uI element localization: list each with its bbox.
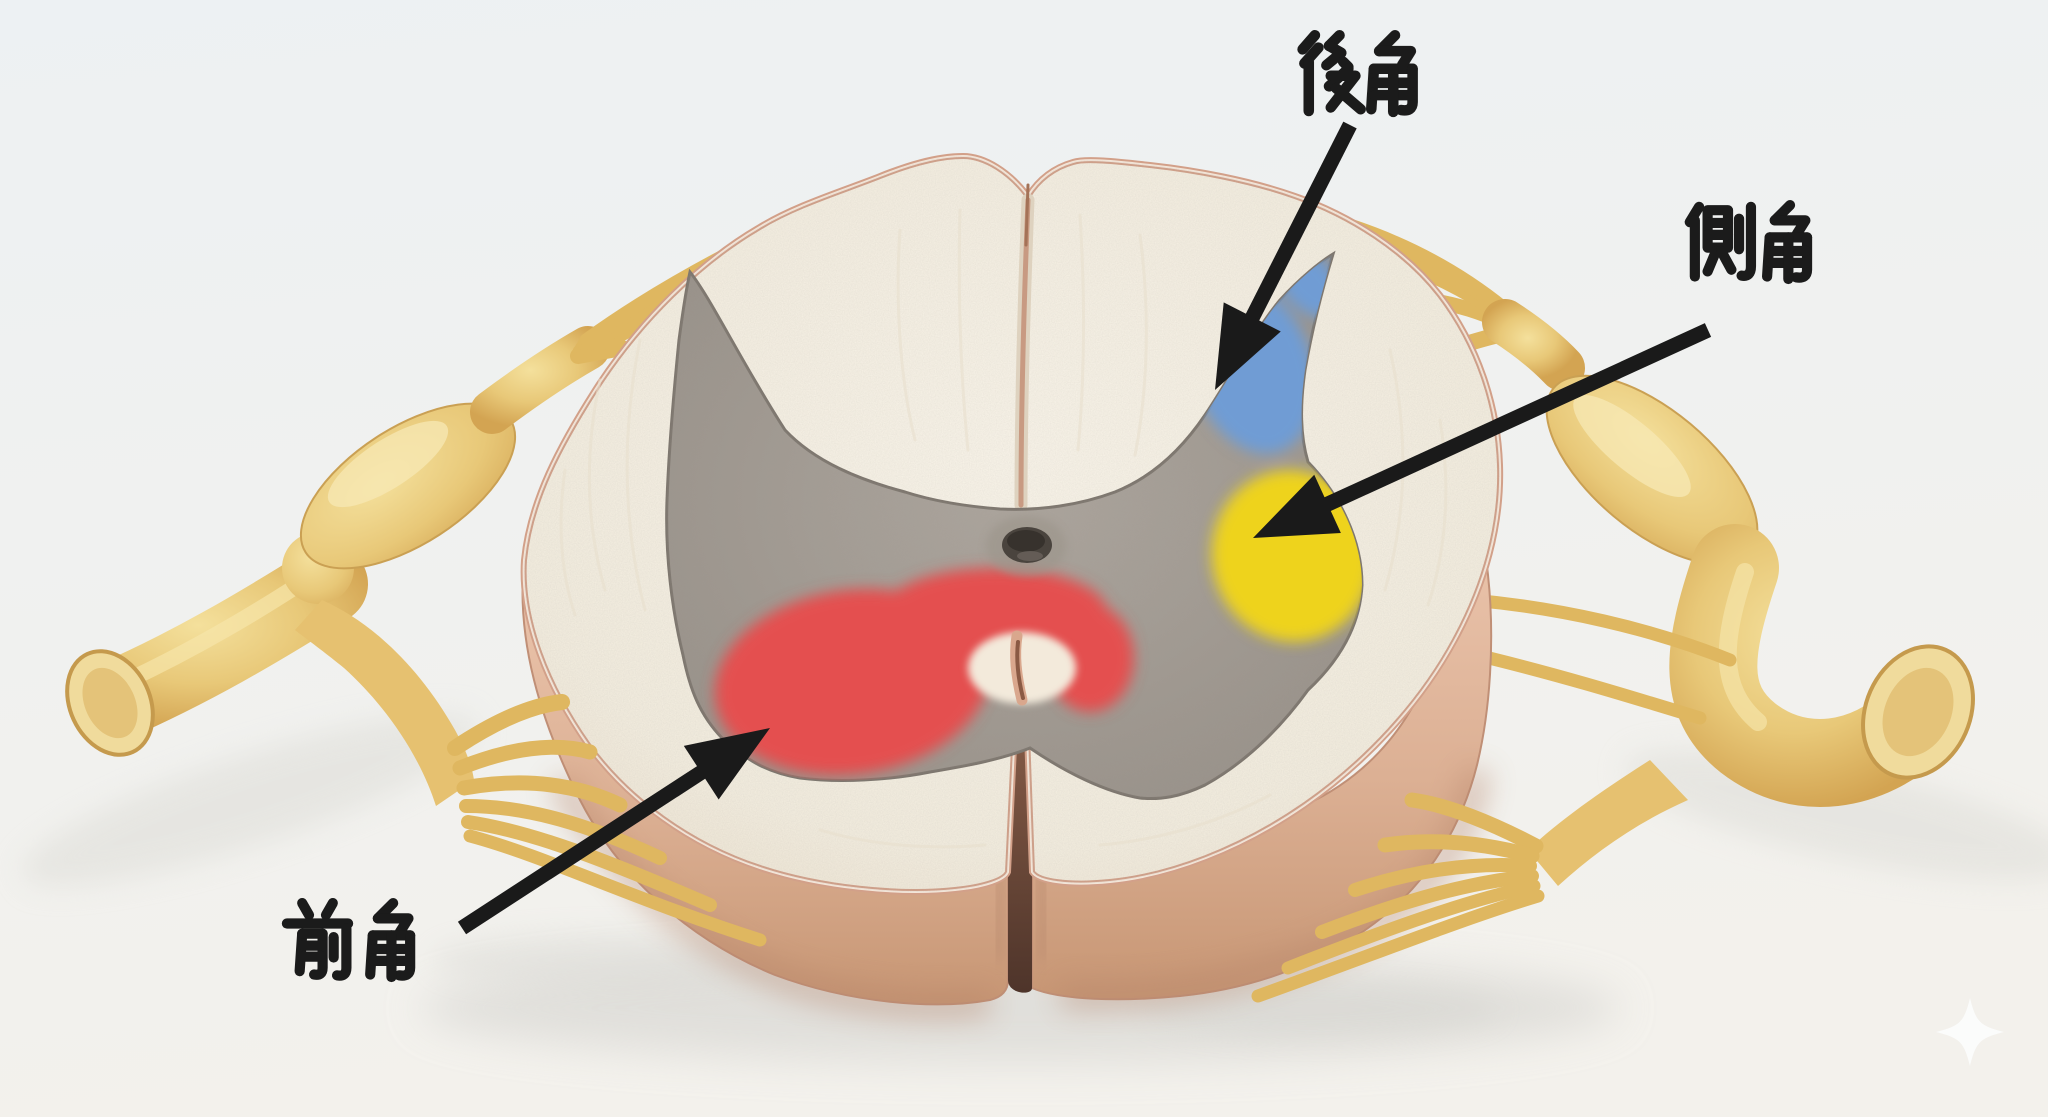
- right-ventral-root-branch: [1528, 760, 1688, 886]
- label-lateral-horn: [1690, 205, 1807, 279]
- anterior-horn-region: [714, 568, 1134, 776]
- lateral-horn-region: [1211, 470, 1362, 642]
- lateral-horn-label-glyphs: [1690, 205, 1807, 279]
- arrow-posterior-horn: [1215, 121, 1357, 390]
- right-nerve-trunk: [1669, 524, 1959, 807]
- left-ventral-root-branch: [295, 600, 474, 806]
- arrow-anterior-horn: [457, 728, 770, 935]
- central-canal: [986, 516, 1066, 576]
- right-dorsal-root-bundle: [1482, 299, 1585, 391]
- anterior-fissure-mouth: [968, 630, 1076, 706]
- annotation-arrows: [457, 121, 1712, 935]
- right-spinal-nerve: [1297, 205, 1975, 886]
- left-spinal-nerve: [65, 235, 757, 806]
- white-matter-striations: [559, 208, 1448, 849]
- right-ventral-rootlets: [1251, 792, 1545, 1003]
- arrow-lateral-horn: [1253, 323, 1712, 538]
- posterior-median-sulcus: [1014, 183, 1035, 512]
- sparkle-icon: [1936, 998, 2004, 1066]
